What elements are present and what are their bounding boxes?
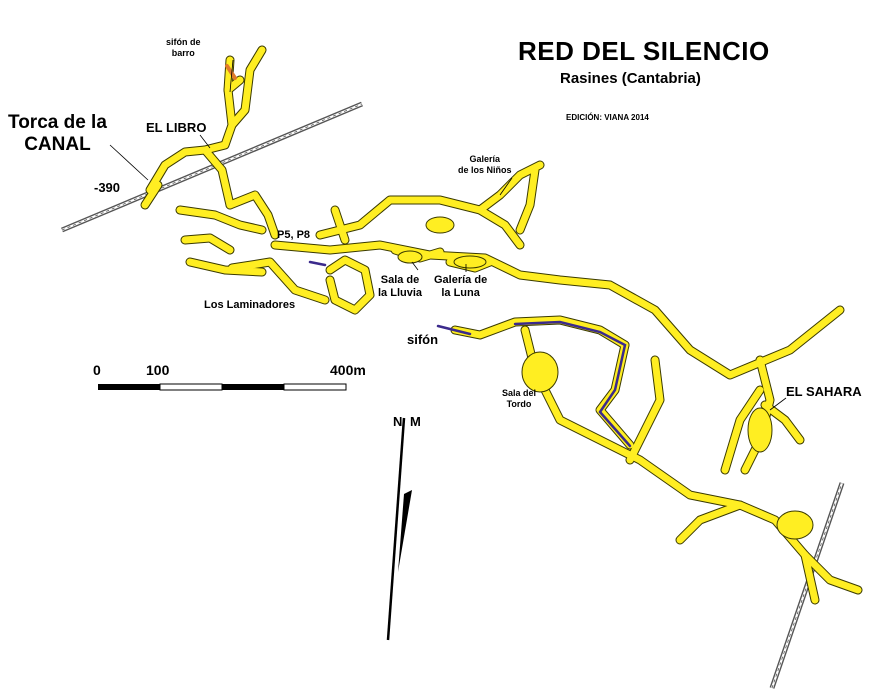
label-p5-p8: P5, P8: [277, 229, 311, 241]
label-sifon: sifón: [407, 332, 439, 347]
map-title: RED DEL SILENCIO: [518, 36, 770, 66]
label-torca-line2: CANAL: [24, 134, 91, 155]
scale-label-400m: 400m: [330, 362, 366, 378]
label-galeria-luna-line1: Galería de: [434, 274, 488, 286]
north-label-n: N: [393, 414, 403, 429]
label-sifon-barro-line1: sifón de: [166, 37, 201, 47]
cave-halls: [397, 216, 814, 540]
north-label-m: M: [410, 414, 421, 429]
label-sifon-de-barro: sifón de barro: [166, 37, 201, 59]
water-sumps: [308, 260, 632, 448]
label-depth: -390: [94, 180, 121, 195]
label-sala-lluvia-line2: la Lluvia: [378, 287, 423, 299]
label-sala-tordo-line2: Tordo: [506, 399, 532, 409]
label-el-sahara: EL SAHARA: [786, 384, 862, 399]
road-south: [769, 482, 845, 689]
label-galeria-de-los-ninos: Galería de los Niños: [458, 154, 512, 176]
label-sala-lluvia-line1: Sala de: [380, 274, 420, 286]
label-galeria-ninos-line2: de los Niños: [458, 165, 512, 175]
label-los-laminadores: Los Laminadores: [204, 299, 296, 311]
leader-lines: [109, 59, 787, 411]
scale-bar: [98, 383, 347, 391]
cave-passages: [145, 50, 858, 600]
label-sifon-barro-line2: barro: [171, 48, 195, 58]
edition-note: EDICIÓN: VIANA 2014: [566, 113, 649, 122]
label-sala-del-tordo: Sala del Tordo: [502, 388, 536, 410]
map-subtitle: Rasines (Cantabria): [560, 70, 701, 87]
label-sala-de-la-lluvia: Sala de la Lluvia: [378, 274, 422, 300]
label-torca-de-la-canal: Torca de la CANAL: [8, 112, 107, 156]
road-north: [61, 101, 363, 233]
scale-label-0: 0: [93, 362, 101, 378]
label-torca-line1: Torca de la: [8, 112, 107, 133]
label-el-libro: EL LIBRO: [146, 120, 207, 135]
label-sala-tordo-line1: Sala del: [502, 388, 537, 398]
scale-label-100: 100: [146, 362, 170, 378]
label-galeria-de-la-luna: Galería de la Luna: [434, 274, 487, 300]
mud-sump-marker: [225, 64, 237, 80]
label-galeria-ninos-line1: Galería: [469, 154, 501, 164]
label-galeria-luna-line2: la Luna: [441, 287, 480, 299]
north-arrow-icon: [386, 417, 412, 641]
